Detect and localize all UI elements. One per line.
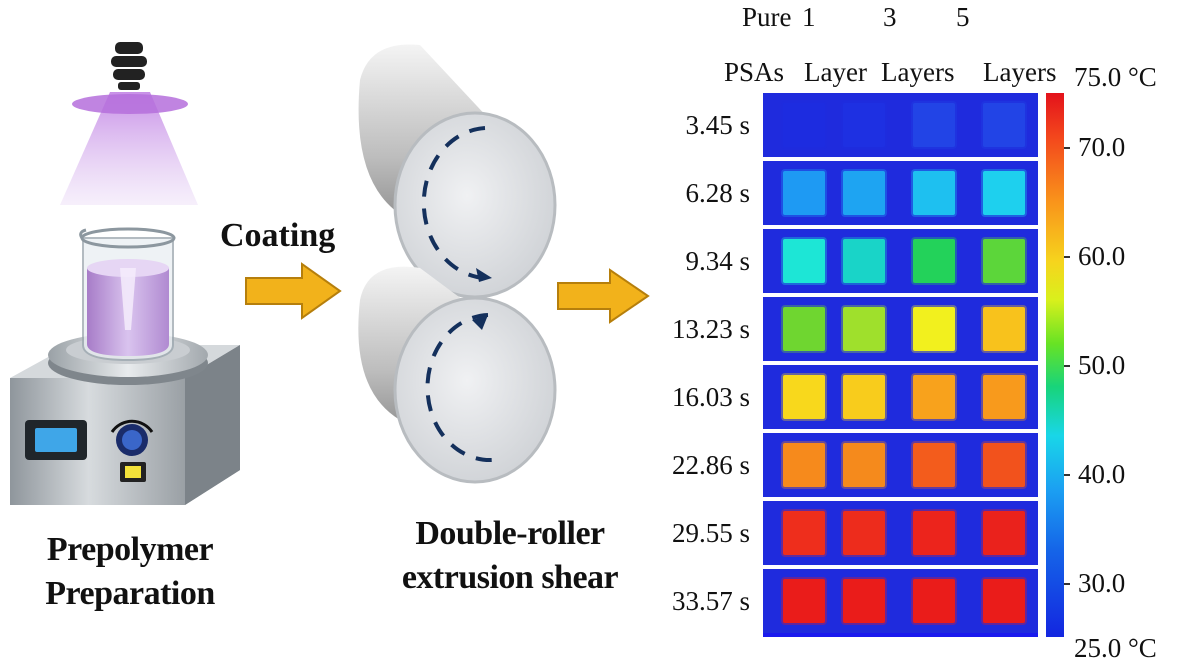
row-separator	[763, 293, 1038, 297]
sample-square	[843, 511, 885, 555]
beaker-icon	[79, 227, 176, 362]
time-label: 22.86 s	[671, 450, 750, 480]
sample-square	[843, 443, 885, 487]
col-head-5-line1: 5	[956, 2, 970, 32]
sample-square	[783, 307, 825, 351]
colorbar-tick-mark	[1064, 582, 1070, 585]
sample-square	[913, 579, 955, 623]
sample-square	[983, 307, 1025, 351]
sample-square	[843, 307, 885, 351]
colorbar-tick-mark	[1064, 473, 1070, 476]
sample-square	[783, 375, 825, 419]
sample-square	[983, 375, 1025, 419]
sample-square	[843, 239, 885, 283]
row-separator	[763, 225, 1038, 229]
colorbar-tick-mark	[1064, 147, 1070, 150]
sample-square	[913, 307, 955, 351]
sample-square	[843, 579, 885, 623]
sample-square	[983, 443, 1025, 487]
col-head-1-line2: Layer	[804, 57, 867, 87]
row-separator	[763, 157, 1038, 161]
coating-label: Coating	[220, 217, 336, 254]
colorbar-tick-mark	[1064, 256, 1070, 259]
time-label: 33.57 s	[671, 586, 750, 616]
prepolymer-caption: Prepolymer Preparation	[5, 528, 255, 616]
sample-square	[783, 171, 825, 215]
col-head-5-line2: Layers	[983, 57, 1057, 87]
sample-square	[983, 239, 1025, 283]
row-separator	[763, 429, 1038, 433]
prepolymer-caption-line2: Preparation	[45, 575, 215, 612]
colorbar-tick-label: 70.0	[1078, 132, 1126, 163]
sample-square	[783, 443, 825, 487]
sample-square	[783, 579, 825, 623]
sample-square	[783, 103, 825, 147]
colorbar-tick-mark	[1064, 365, 1070, 367]
row-separator	[763, 565, 1038, 569]
col-head-3-line2: Layers	[881, 57, 955, 87]
sample-square	[983, 579, 1025, 623]
sample-square	[913, 375, 955, 419]
sample-square	[983, 171, 1025, 215]
temperature-colorbar	[1046, 93, 1064, 637]
row-separator	[763, 497, 1038, 501]
time-label: 16.03 s	[671, 382, 750, 412]
upper-roller-icon	[358, 44, 557, 299]
time-label: 3.45 s	[685, 110, 750, 140]
coating-arrow-icon	[245, 262, 342, 320]
uv-light-cone	[60, 92, 198, 205]
sample-square	[913, 171, 955, 215]
time-label: 9.34 s	[685, 246, 750, 276]
sample-square	[843, 375, 885, 419]
uv-light-ring	[72, 94, 188, 114]
sample-square	[913, 103, 955, 147]
col-head-pure-line2: PSAs	[724, 57, 785, 87]
uv-lamp-icon	[111, 42, 147, 90]
to-thermal-arrow-icon	[557, 268, 650, 324]
sample-square	[913, 443, 955, 487]
colorbar-tick-label: 50.0	[1078, 350, 1126, 380]
lower-roller-icon	[358, 266, 557, 484]
roller-caption: Double-roller extrusion shear	[375, 512, 645, 600]
col-head-3-line1: 3	[883, 2, 897, 32]
sample-square	[983, 511, 1025, 555]
double-roller-illustration	[358, 44, 557, 484]
col-head-1-line1: 1	[802, 2, 816, 32]
prepolymer-setup-illustration	[10, 42, 240, 505]
prepolymer-caption-line1: Prepolymer	[46, 531, 214, 568]
colorbar-tick-label: 60.0	[1078, 241, 1126, 272]
sample-square	[913, 511, 955, 555]
colorbar-top-label: 75.0 °C	[1074, 62, 1157, 92]
colorbar-tick-label: 30.0	[1078, 567, 1126, 598]
time-label: 13.23 s	[671, 314, 750, 344]
sample-square	[913, 239, 955, 283]
sample-square	[843, 103, 885, 147]
sample-square	[843, 171, 885, 215]
col-head-pure-line1: Pure	[742, 2, 792, 32]
time-label: 29.55 s	[671, 518, 750, 548]
time-label: 6.28 s	[685, 178, 750, 208]
colorbar-bottom-label: 25.0 °C	[1074, 633, 1157, 663]
roller-caption-line1: Double-roller	[415, 515, 605, 552]
colorbar-tick-label: 40.0	[1078, 458, 1126, 489]
row-separator	[763, 361, 1038, 365]
roller-caption-line2: extrusion shear	[401, 559, 619, 596]
sample-square	[783, 239, 825, 283]
sample-square	[983, 103, 1025, 147]
sample-square	[783, 511, 825, 555]
thermal-image-grid	[763, 93, 1038, 637]
